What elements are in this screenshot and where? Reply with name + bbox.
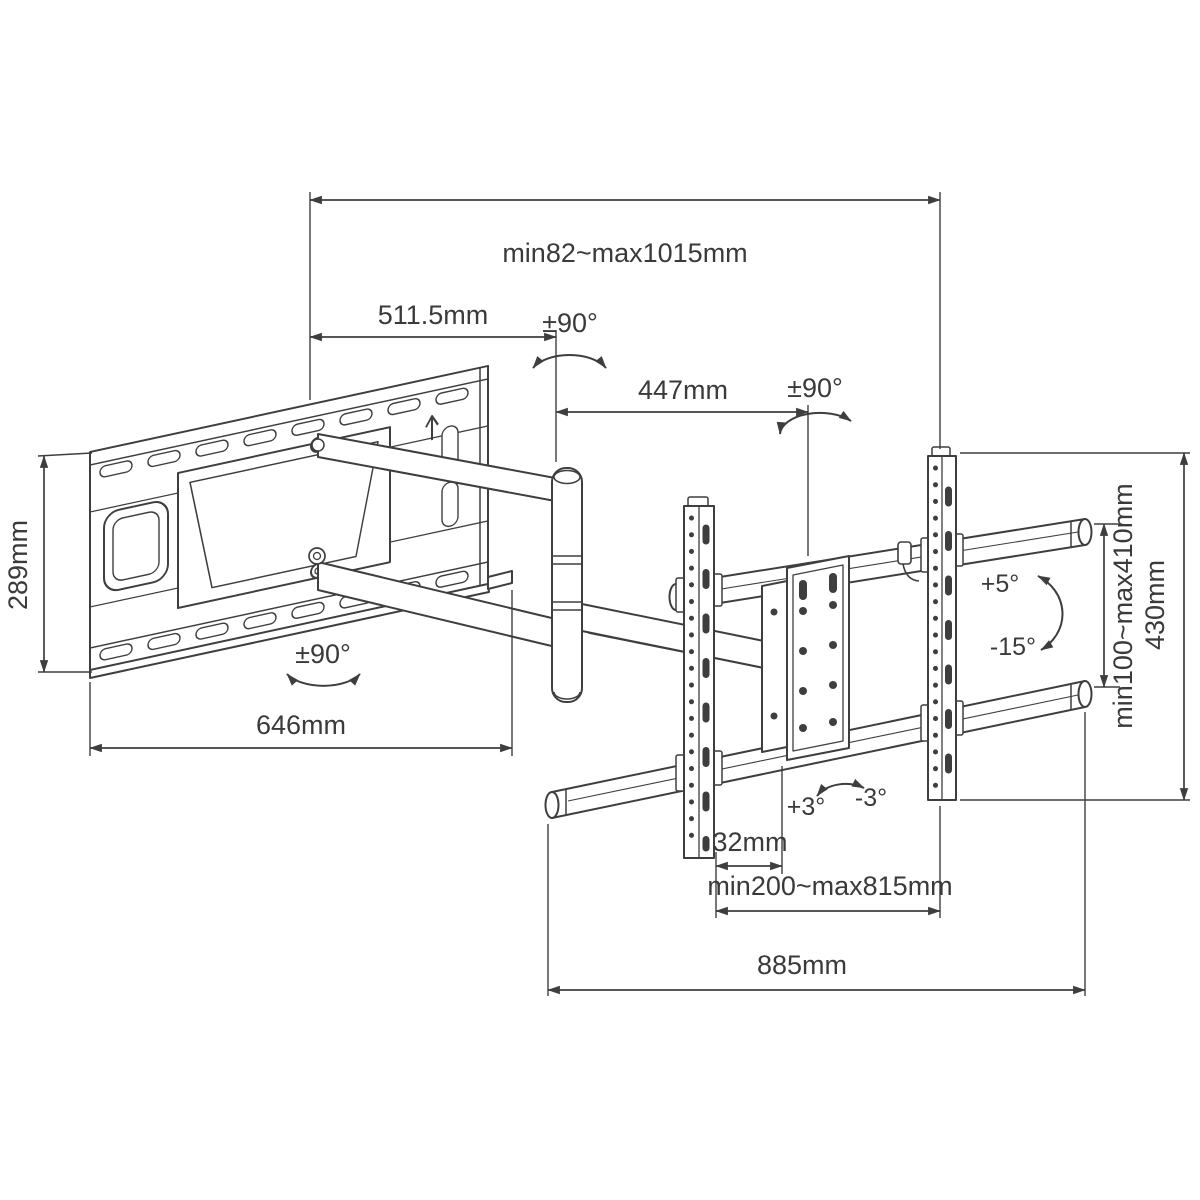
mount-drawing xyxy=(89,364,1093,859)
wall-plate-flange xyxy=(487,570,513,590)
label-rail-length: 885mm xyxy=(757,950,847,980)
pivot-column xyxy=(551,467,583,703)
dim-rail-vertical-range: min100~max410mm xyxy=(1094,483,1138,729)
label-extension-range: min82~max1015mm xyxy=(502,238,747,268)
dimensions: min82~max1015mm 511.5mm ±90° 447mm ±90° … xyxy=(3,192,1190,996)
label-rail-vertical-range: min100~max410mm xyxy=(1108,483,1138,728)
wall-plate xyxy=(89,364,489,672)
label-swivel-top: ±90° xyxy=(542,308,598,338)
dim-swivel-right: ±90° xyxy=(776,373,852,435)
label-swivel-right: ±90° xyxy=(787,373,843,403)
label-upper-arm-length: 511.5mm xyxy=(378,300,489,330)
label-mid-arm-length: 447mm xyxy=(638,375,728,405)
label-level-minus: -3° xyxy=(855,784,887,812)
dim-wall-plate-height: 289mm xyxy=(3,452,93,673)
extension-arm xyxy=(581,603,765,669)
dim-wall-plate-width: 646mm xyxy=(89,590,513,756)
label-bracket-height: 430mm xyxy=(1140,560,1170,650)
label-swivel-bottom: ±90° xyxy=(295,639,351,669)
dim-extension-range: min82~max1015mm xyxy=(309,192,941,449)
dim-upper-arm-length: 511.5mm xyxy=(309,300,557,462)
right-bracket-strip xyxy=(920,446,964,801)
label-tilt-down: -15° xyxy=(990,633,1036,661)
left-bracket-strip xyxy=(675,496,723,859)
dim-rail-length: 885mm xyxy=(547,712,1086,996)
dim-bracket-height: 430mm xyxy=(960,452,1190,801)
label-tilt-up: +5° xyxy=(981,570,1020,598)
up-arrow-icon xyxy=(425,415,439,441)
label-wall-plate-width: 646mm xyxy=(256,710,346,740)
dim-swivel-top: ±90° xyxy=(532,308,607,369)
vesa-plate xyxy=(761,555,850,761)
dim-bracket-span: min200~max815mm xyxy=(707,806,953,918)
label-level-plus: +3° xyxy=(787,793,826,821)
dim-tilt-range: +5° -15° xyxy=(981,570,1064,661)
dim-swivel-bottom: ±90° xyxy=(286,639,361,687)
rail-hook xyxy=(897,541,920,582)
upper-rail xyxy=(668,518,1093,611)
label-bracket-offset: 32mm xyxy=(712,827,787,857)
dim-mid-arm-length: 447mm xyxy=(555,375,809,556)
dim-level-range: +3° -3° xyxy=(787,779,887,821)
label-bracket-span: min200~max815mm xyxy=(707,871,952,901)
label-wall-plate-height: 289mm xyxy=(3,520,33,610)
